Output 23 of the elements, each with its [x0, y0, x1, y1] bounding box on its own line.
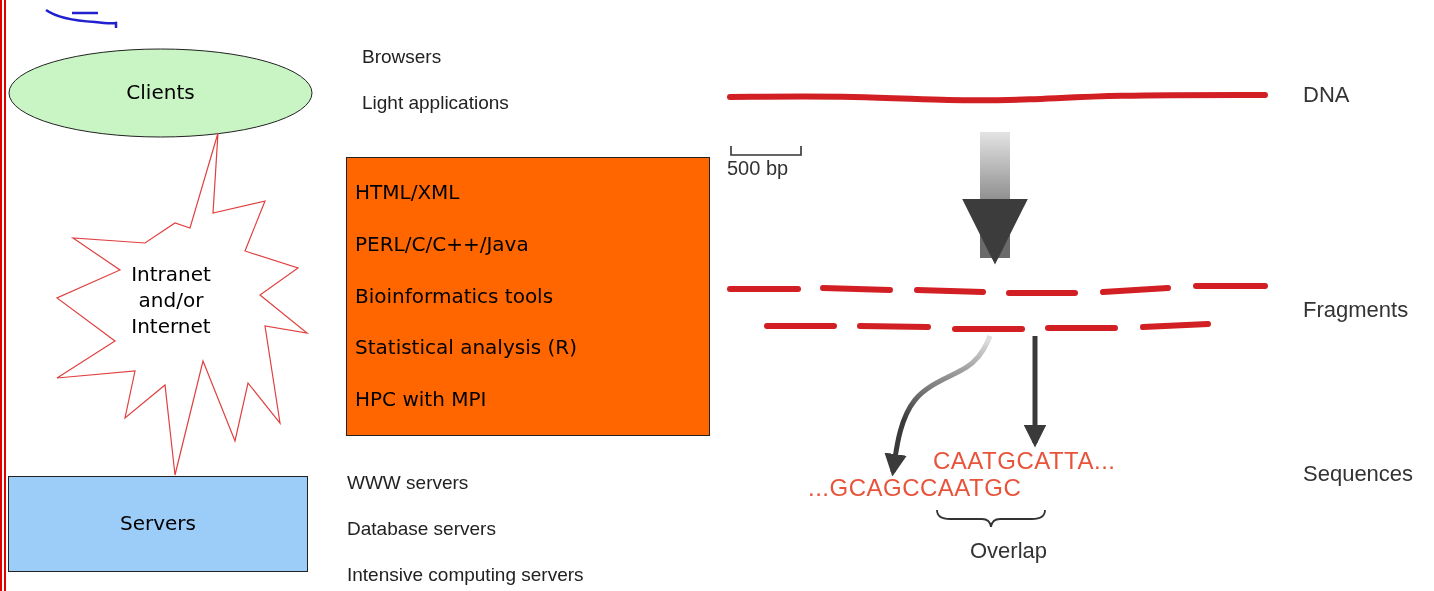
arrow — [962, 132, 1028, 265]
annotation-text: Light applications — [362, 92, 509, 114]
sequence-text: CAATGCATTA... — [933, 447, 1116, 475]
annotation-text: Database servers — [347, 518, 496, 540]
list-item: HTML/XML — [355, 179, 460, 204]
annotation-text: WWW servers — [347, 472, 469, 494]
row-label: DNA — [1303, 82, 1350, 108]
sequence-text: ...GCAGCCAATGC — [808, 474, 1022, 502]
list-item: HPC with MPI — [355, 387, 487, 412]
list-item: Statistical analysis (R) — [355, 335, 577, 360]
scale-label: 500 bp — [727, 157, 789, 180]
annotation-text: Browsers — [362, 46, 442, 68]
annotation-text: Intensive computing servers — [347, 564, 584, 586]
arrow — [1023, 336, 1047, 448]
node-label: Intranet and/or Internet — [130, 261, 212, 339]
node-label: Servers — [119, 510, 197, 536]
annotation-text: Overlap — [970, 538, 1048, 564]
list-item: Bioinformatics tools — [355, 283, 554, 308]
node-label: Clients — [125, 79, 196, 105]
row-label: Fragments — [1303, 297, 1409, 323]
list-item: PERL/C/C++/Java — [355, 231, 529, 256]
arrow — [884, 335, 993, 477]
annotation-text: Sequences — [1303, 461, 1414, 487]
